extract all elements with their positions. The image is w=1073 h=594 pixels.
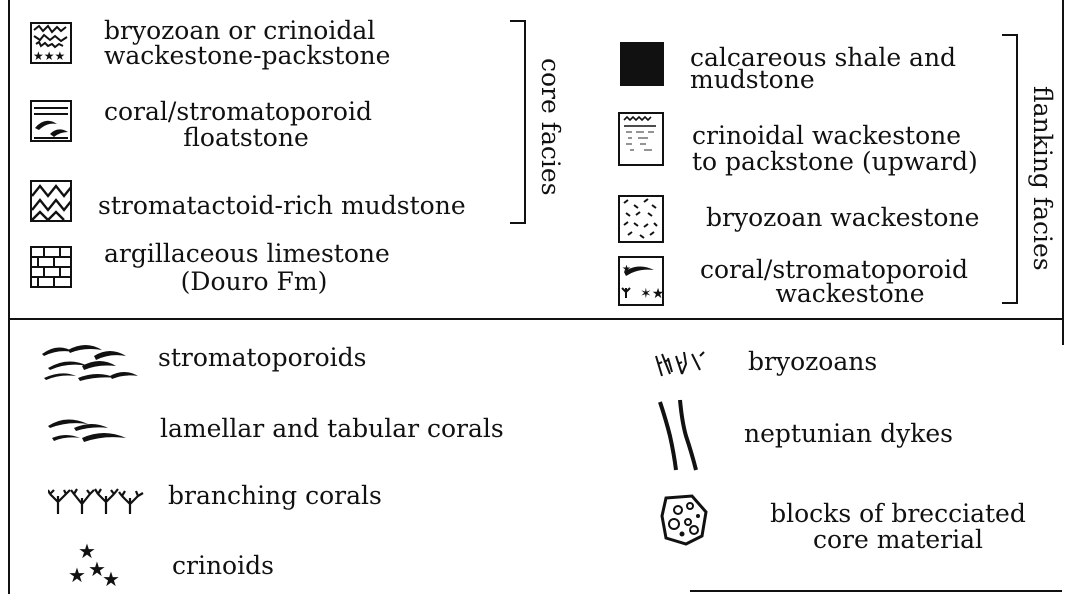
flanking-item-2-line-2: to packstone (upward) — [692, 148, 978, 175]
symbol-crinoids-label: crinoids — [172, 552, 274, 579]
flanking-facies-label: flanking facies — [1028, 86, 1057, 271]
flanking-item-3-line-1: bryozoan wackestone — [706, 204, 979, 231]
branching-corals-icon — [48, 476, 148, 516]
core-facies-item-2-line-1: coral/stromatoporoid — [104, 98, 372, 125]
lamellar-corals-icon — [44, 412, 136, 448]
symbol-stromatoporoids-label: stromatoporoids — [158, 344, 366, 371]
swatch-crinoidal-upward — [618, 112, 664, 166]
bryozoans-icon — [652, 348, 712, 382]
host-unit-line-1: argillaceous limestone — [104, 240, 390, 267]
swatch-coral-wackestone: ★ ✶★ — [618, 256, 664, 306]
core-facies-item-3-line-1: stromatactoid-rich mudstone — [98, 192, 466, 219]
symbol-breccia-label-line-2: core material — [748, 526, 1048, 553]
flanking-item-1-line-2: mudstone — [690, 66, 815, 93]
svg-text:★: ★ — [622, 264, 631, 275]
symbol-branching-corals-label: branching corals — [168, 482, 382, 509]
svg-text:✶★: ✶★ — [640, 286, 662, 302]
core-facies-item-1-line-2: wackestone-packstone — [104, 42, 390, 69]
svg-text:★: ★ — [68, 563, 86, 587]
flanking-facies-bracket — [1002, 34, 1018, 304]
frame-right-top-edge — [1062, 0, 1064, 345]
swatch-coral-floatstone — [30, 100, 72, 142]
breccia-block-icon — [658, 492, 712, 548]
swatch-stromatactoid — [30, 180, 72, 222]
swatch-dashes — [618, 195, 664, 243]
frame-bottom-right-edge — [690, 590, 1062, 592]
core-facies-item-1-line-1: bryozoan or crinoidal — [104, 17, 375, 44]
core-facies-bracket — [510, 20, 526, 224]
crinoids-icon: ★ ★ ★ ★ — [66, 538, 126, 588]
frame-divider-line — [10, 318, 1062, 320]
swatch-brick-limestone — [30, 246, 72, 288]
svg-text:★: ★ — [102, 567, 120, 588]
symbol-neptunian-dykes-label: neptunian dykes — [744, 420, 953, 447]
frame-left-edge — [8, 0, 10, 594]
flanking-item-4-line-2: wackestone — [700, 280, 1000, 307]
flanking-item-2-line-1: crinoidal wackestone — [692, 122, 961, 149]
stromatoporoids-icon — [38, 338, 142, 382]
swatch-bryozoan-crinoidal: ★★★ — [30, 22, 72, 64]
core-facies-label: core facies — [536, 58, 565, 196]
svg-text:★★★: ★★★ — [33, 49, 65, 62]
neptunian-dykes-icon — [654, 398, 704, 474]
symbol-breccia-label-line-1: blocks of brecciated — [748, 500, 1048, 527]
core-facies-item-2-line-2: floatstone — [104, 124, 388, 151]
host-unit-line-2: (Douro Fm) — [104, 268, 404, 295]
symbol-bryozoans-label: bryozoans — [748, 348, 877, 375]
symbol-lamellar-corals-label: lamellar and tabular corals — [160, 415, 504, 442]
swatch-solid-black — [620, 42, 664, 86]
